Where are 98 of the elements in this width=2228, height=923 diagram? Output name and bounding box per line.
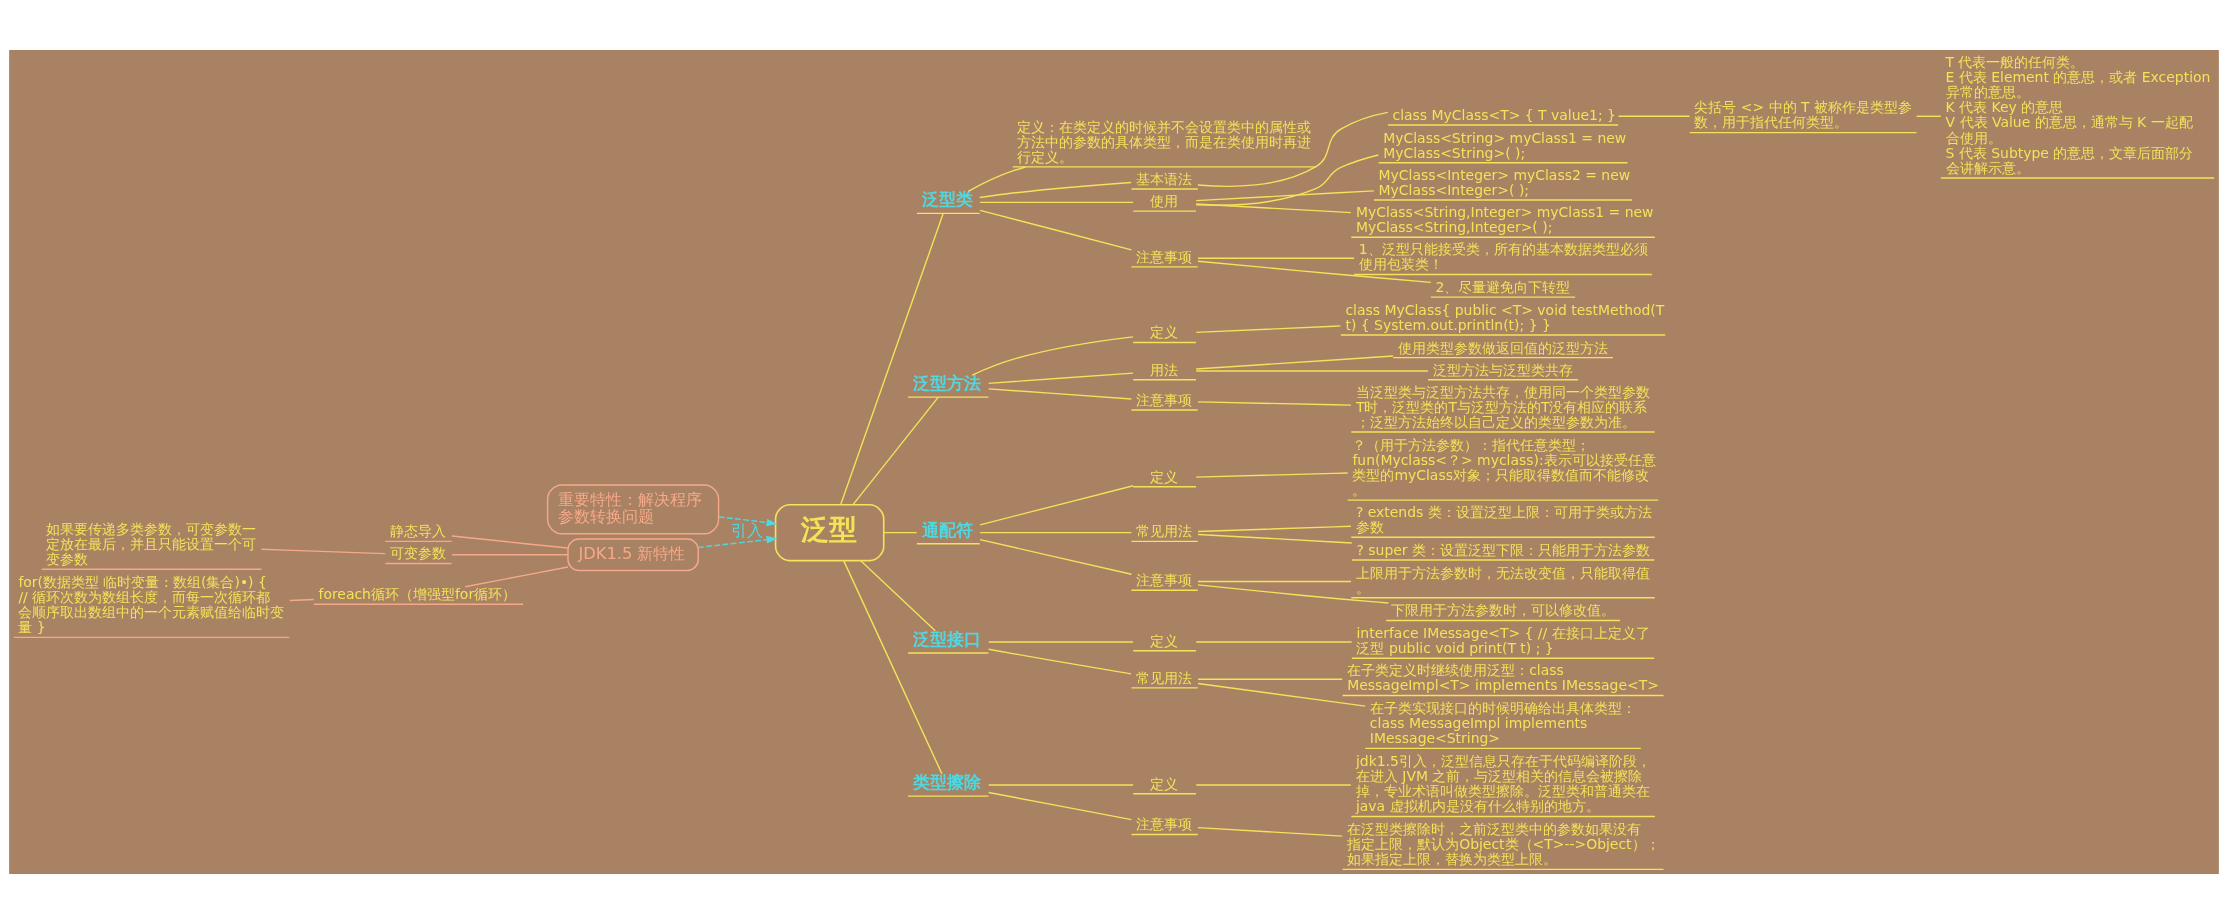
connector <box>979 531 1133 533</box>
connector <box>1195 324 1342 333</box>
node-text: 在泛型类擦除时，之前泛型类中的参数如果没有指定上限，默认为Object类（<T>-->Object）；如果指定上限，替换为类型上限。 <box>1347 820 1660 867</box>
node-text: 1、泛型只能接受类，所有的基本数据类型必须使用包装类！ <box>1358 240 1648 272</box>
connector <box>1195 202 1352 213</box>
arrow <box>718 515 778 526</box>
connector <box>1195 783 1352 786</box>
connector <box>967 165 1027 192</box>
connector <box>1195 471 1349 478</box>
node-text: 使用 <box>1150 192 1179 209</box>
node-text: 当泛型类与泛型方法共存，使用同一个类型参数T时，泛型类的T与泛型方法的T没有相应的联系；泛型方法始终以自己定义的类型参数为准。 <box>1355 383 1650 430</box>
node-text: 使用类型参数做返回值的泛型方法 <box>1397 339 1608 355</box>
connector <box>1197 580 1352 582</box>
connector <box>987 783 1134 786</box>
connector <box>451 534 569 549</box>
node-box: 泛型 <box>774 503 885 561</box>
connector <box>1197 533 1353 544</box>
connector <box>1197 678 1343 680</box>
connector <box>260 548 386 554</box>
connector <box>860 559 936 631</box>
node-text: 泛型接口 <box>912 628 981 649</box>
node-text: ? super 类：设置泛型下限：只能用于方法参数 <box>1356 541 1651 558</box>
connector <box>987 640 1134 643</box>
node-text: 定义 <box>1150 323 1179 340</box>
connector <box>1197 400 1352 406</box>
node-text: ? extends 类：设置泛型上限：可用于类或方法参数 <box>1355 503 1652 535</box>
node-text: 静态导入 <box>390 522 447 539</box>
connector <box>987 648 1132 675</box>
connector <box>987 371 1134 384</box>
node-text: 类型擦除 <box>912 771 981 792</box>
connector <box>1197 583 1389 604</box>
connector <box>1197 525 1352 532</box>
node-text: 可变参数 <box>390 544 447 561</box>
arrow <box>697 535 778 548</box>
node-text: 2、尽量避免向下转型 <box>1435 278 1571 295</box>
node-text: 注意事项 <box>1136 391 1193 408</box>
connector <box>971 335 1134 376</box>
connector <box>1197 260 1432 283</box>
connector <box>979 209 1133 251</box>
node-text: 泛型方法与泛型类共存 <box>1432 361 1573 378</box>
node-text: jdk1.5引入，泛型信息只存在于代码编译阶段，在进入 JVM 之前，与泛型相关的信息会被擦除掉，专业术语叫做类型擦除。泛型类和普通类在 java 虚拟机内是没有什么特别的地方。 <box>1355 752 1651 814</box>
node-box: JDK1.5 新特性 <box>567 537 699 571</box>
connector <box>1195 153 1380 206</box>
node-text: 通配符 <box>921 519 973 540</box>
node-text: 注意事项 <box>1136 571 1193 588</box>
connector <box>883 531 918 533</box>
node-box: 重要特性：解决程序参数转换问题 <box>546 483 720 535</box>
node-text: for(数据类型 临时变量 : 数组(集合)•) { // 循环次数为数组长度，而每一次循环都会顺序取出数组中的一个元素赋值给临时变量 } <box>18 573 285 635</box>
node-text: 定义 <box>1150 468 1179 485</box>
connector <box>979 484 1134 526</box>
connector <box>979 538 1133 575</box>
node-text: 用法 <box>1150 361 1179 378</box>
node-text: MyClass<Integer> myClass2 = new MyClass<Integer>( ); <box>1378 166 1631 198</box>
connector <box>464 565 569 587</box>
node-text: ？（用于方法参数）：指代任意类型； fun(Myclass<？> myclass):表示可以接受任意类型的myClass对象；只能取得数值而不能修改。 <box>1352 436 1656 498</box>
node-text: 常见用法 <box>1136 669 1193 686</box>
connector <box>451 553 569 555</box>
node-text: 上限用于方法参数时，无法改变值，只能取得值。 <box>1355 564 1650 596</box>
connector <box>979 181 1132 198</box>
edge-label: 引入 <box>731 520 764 540</box>
node-text: 定义：在类定义的时候并不会设置类中的属性或方法中的参数的具体类型，而是在类使用时再进行定义。 <box>1017 118 1312 165</box>
node-text: 定义 <box>1150 775 1179 792</box>
node-text: 注意事项 <box>1136 248 1193 265</box>
node-text: class MyClass{ public <T> void testMethod(T t) { System.out.println(t); } } <box>1345 301 1665 333</box>
node-text: class MyClass<T> { T value1; } <box>1392 106 1616 123</box>
node-text: T 代表一般的任何类。 E 代表 Element 的意思，或者 Exception 异常的意思。 K 代表 Key 的意思 V 代表 Value 的意思，通常与 K 一起配合使用。 S 代表 Subtype 的意思，文章后面部分会讲解示意。 <box>1945 53 2211 176</box>
connector <box>289 598 315 601</box>
connector <box>1197 257 1355 259</box>
node-text: 如果要传递多类参数，可变参数一定放在最后，并且只能设置一个可变参数 <box>46 520 257 567</box>
connector <box>1617 115 1691 117</box>
node-text: 定义 <box>1150 632 1179 649</box>
connector <box>987 387 1133 400</box>
connector <box>1195 189 1375 201</box>
connector <box>1195 354 1394 370</box>
connector <box>852 396 939 505</box>
connector <box>1915 115 1942 117</box>
node-text: 基本语法 <box>1136 170 1193 187</box>
node-text: interface IMessage<T> { // 在接口上定义了泛型 public void print(T t) ; } <box>1356 624 1650 656</box>
connector <box>987 791 1133 820</box>
connector <box>1197 111 1389 187</box>
node-text: 在子类实现接口的时候明确给出具体类型：class MessageImpl implements IMessage<String> <box>1369 699 1636 746</box>
connector <box>840 212 944 505</box>
node-text: 下限用于方法参数时，可以修改值。 <box>1390 601 1615 618</box>
node-text: 尖括号 <> 中的 T 被称作是类型参数，用于指代任何类型。 <box>1694 98 1912 130</box>
node-text: 常见用法 <box>1136 522 1193 539</box>
node-text: MyClass<String> myClass1 = new MyClass<String>( ); <box>1383 129 1627 161</box>
node-text: 泛型类 <box>921 188 973 209</box>
node-text: 在子类定义时继续使用泛型：class MessageImpl<T> implements IMessage<T> <box>1347 661 1659 693</box>
connector <box>1197 682 1366 707</box>
node-text: 泛型方法 <box>912 372 981 393</box>
connector <box>843 559 943 775</box>
connector <box>1197 826 1343 837</box>
connector <box>1195 640 1353 643</box>
node-text: foreach循环（增强型for循环） <box>318 585 517 602</box>
connector <box>1195 369 1429 372</box>
node-text: 注意事项 <box>1136 815 1193 832</box>
connector <box>979 201 1134 203</box>
node-text: MyClass<String,Integer> myClass1 = new MyClass<String,Integer>( ); <box>1355 203 1654 235</box>
